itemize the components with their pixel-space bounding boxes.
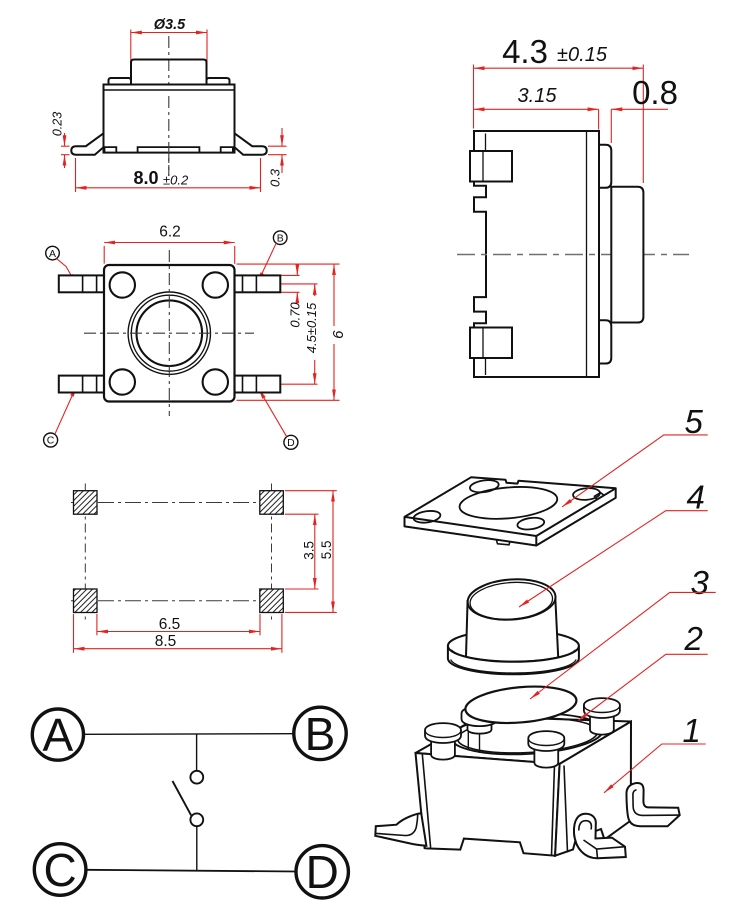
svg-text:B: B	[305, 708, 336, 760]
svg-text:6.5: 6.5	[159, 616, 181, 633]
svg-text:0.8: 0.8	[632, 74, 678, 111]
svg-text:C: C	[43, 844, 76, 896]
svg-text:8.5: 8.5	[155, 633, 177, 650]
svg-text:4.3: 4.3	[502, 33, 548, 70]
svg-text:4.5±0.15: 4.5±0.15	[304, 302, 319, 353]
svg-text:6.2: 6.2	[159, 224, 181, 241]
svg-text:0.70: 0.70	[288, 302, 303, 328]
svg-text:2: 2	[684, 620, 703, 657]
svg-text:A: A	[43, 709, 74, 761]
svg-text:±0.15: ±0.15	[557, 44, 608, 66]
svg-text:5.5: 5.5	[319, 541, 334, 560]
svg-text:8.0: 8.0	[133, 168, 158, 188]
svg-text:6: 6	[330, 330, 347, 339]
svg-text:D: D	[306, 846, 339, 898]
svg-text:0.3: 0.3	[268, 168, 283, 187]
svg-text:0.23: 0.23	[51, 112, 65, 136]
svg-text:3.5: 3.5	[302, 541, 317, 560]
svg-text:1: 1	[683, 712, 701, 749]
svg-text:A: A	[49, 248, 56, 260]
svg-text:Ø3.5: Ø3.5	[154, 17, 186, 33]
svg-text:D: D	[287, 437, 295, 449]
svg-text:5: 5	[685, 403, 704, 440]
svg-text:B: B	[277, 232, 284, 244]
svg-text:4: 4	[687, 479, 705, 516]
svg-text:3.15: 3.15	[518, 85, 558, 107]
svg-text:C: C	[47, 435, 55, 447]
svg-text:±0.2: ±0.2	[163, 173, 189, 188]
svg-text:3: 3	[691, 564, 710, 601]
